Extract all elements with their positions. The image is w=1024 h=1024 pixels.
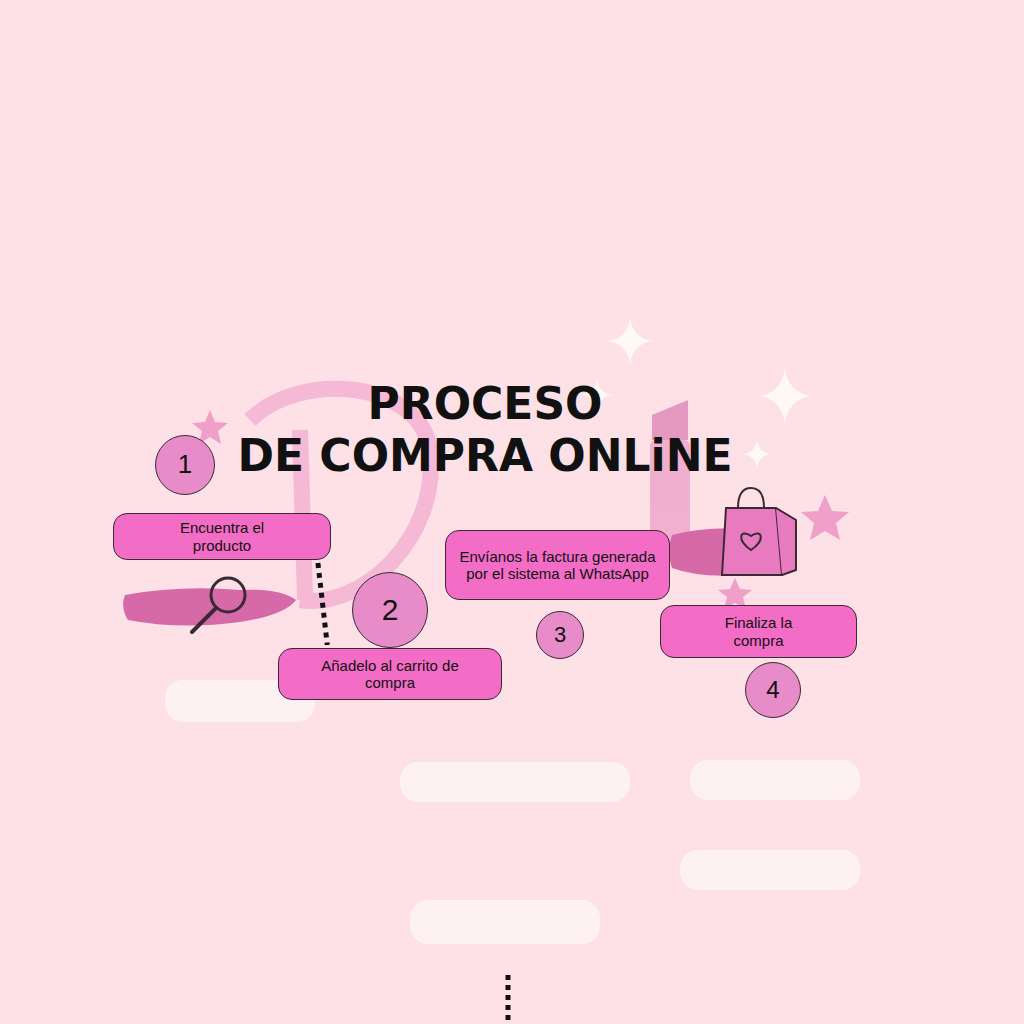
dotted-connector <box>318 563 327 645</box>
step-box: Añadelo al carrito de compra <box>278 648 502 700</box>
title-line: PROCESO <box>215 378 755 430</box>
dotted-line <box>506 975 511 1020</box>
step-number-circle: 1 <box>155 435 215 495</box>
step-box: Envíanos la factura generada por el sist… <box>445 530 670 600</box>
title-line: DE COMPRA ONLiNE <box>215 430 755 482</box>
step-number-circle: 4 <box>745 662 801 718</box>
step-label: Envíanos la factura generada por el sist… <box>455 548 660 583</box>
callout-number: 2 <box>382 593 399 628</box>
step-label: Añadelo al carrito de compra <box>320 657 460 692</box>
step-number-circle: 2 <box>352 572 428 648</box>
callout-number: 3 <box>554 622 566 647</box>
step-number-circle: 3 <box>536 611 584 659</box>
step-box: Finaliza la compra <box>660 605 857 658</box>
title: PROCESO DE COMPRA ONLiNE <box>215 378 755 482</box>
step-box: Encuentra el producto <box>113 513 331 560</box>
stars <box>192 410 849 609</box>
callout-number: 1 <box>178 450 192 480</box>
callout-number: 4 <box>766 676 779 704</box>
step-label: Encuentra el producto <box>172 519 272 554</box>
step-label: Finaliza la compra <box>714 614 804 649</box>
ghost-shapes <box>165 680 860 944</box>
search-icon <box>123 578 296 632</box>
bag-icon <box>669 488 796 576</box>
